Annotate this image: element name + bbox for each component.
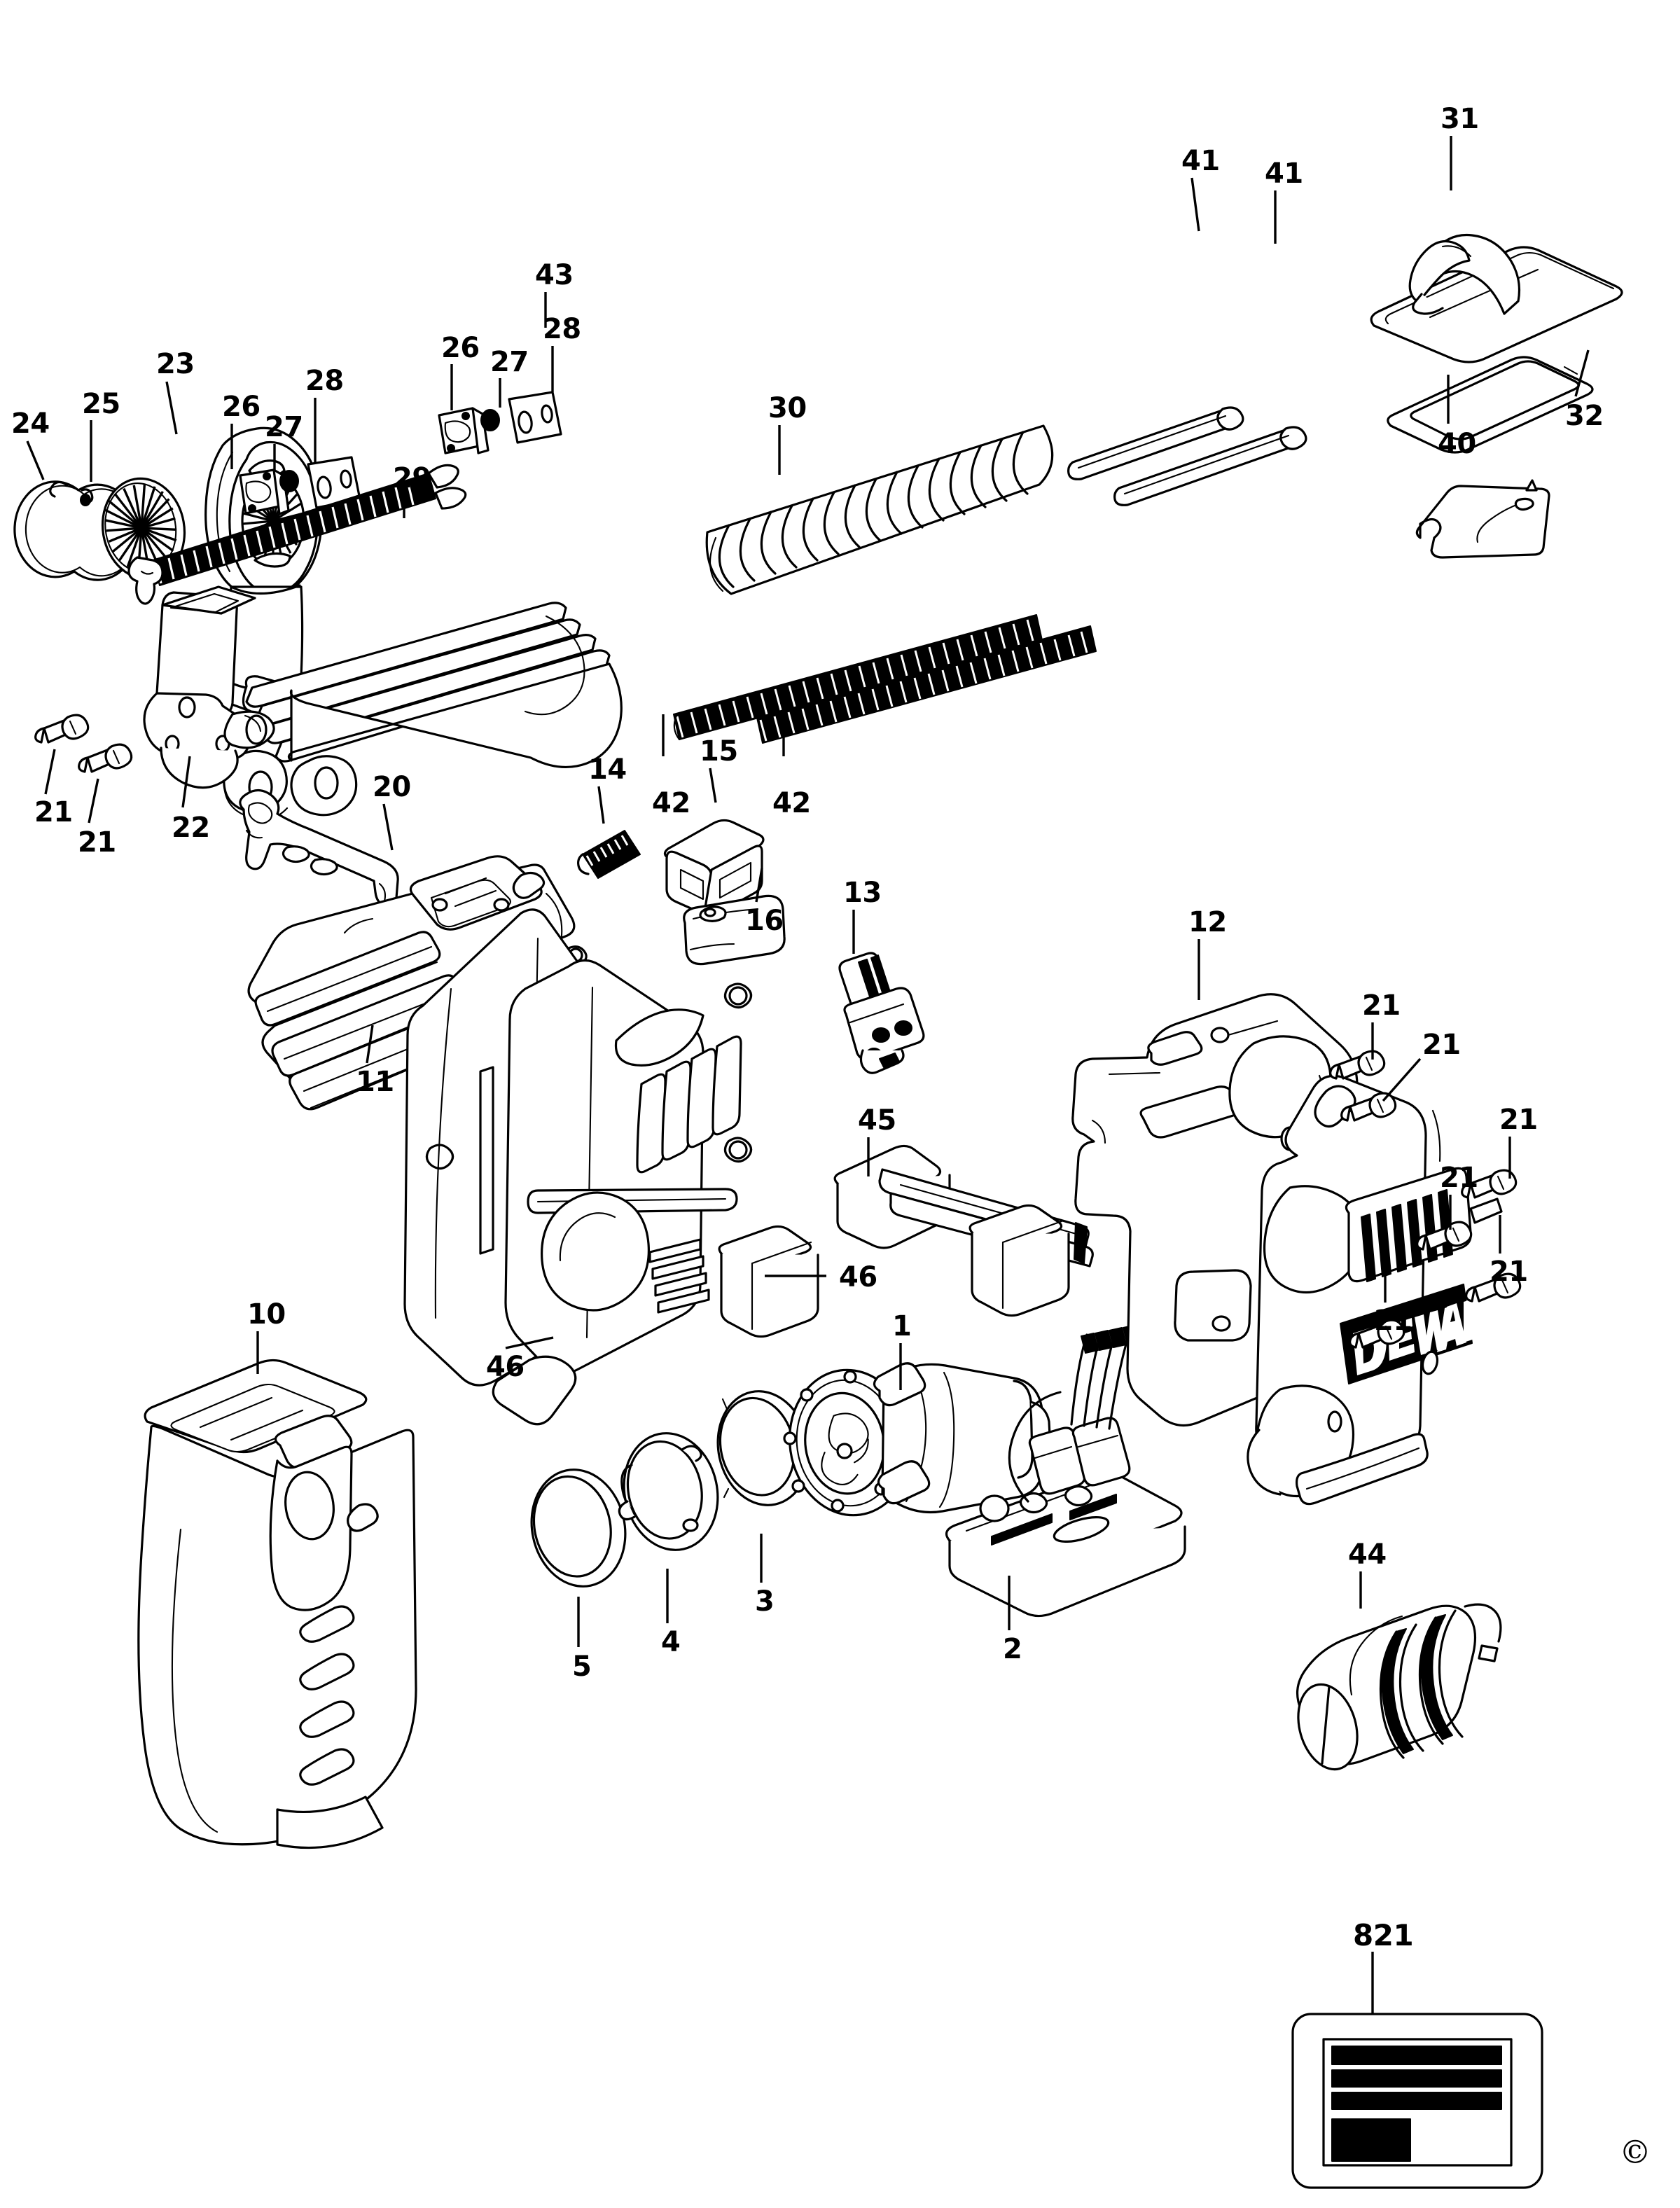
part-44-nozzle-cuff xyxy=(1296,1603,1502,1771)
callout-number-29: 29 xyxy=(393,462,431,494)
callout-number-45: 45 xyxy=(858,1104,896,1137)
leader-line-16 xyxy=(755,868,763,903)
callout-number-26: 26 xyxy=(441,332,480,364)
leader-line-23 xyxy=(165,381,178,435)
callout-number-20: 20 xyxy=(373,771,411,803)
callout-number-41: 41 xyxy=(1181,145,1220,177)
part-22-nozzle-mount-bracket xyxy=(143,585,275,789)
part-21-screw-left-b xyxy=(78,743,133,773)
callout-number-24: 24 xyxy=(11,408,50,440)
part-29-flexible-conduit xyxy=(127,464,467,605)
part-2-switch-module xyxy=(945,1324,1186,1618)
callout-number-25: 25 xyxy=(82,388,120,420)
callout-number-5: 5 xyxy=(572,1651,592,1683)
callout-number-28: 28 xyxy=(305,365,344,397)
part-42-coil-spring-lower xyxy=(756,625,1097,744)
callout-number-821: 821 xyxy=(1353,1918,1414,1952)
part-27-grommet-right xyxy=(480,409,500,431)
callout-number-46: 46 xyxy=(839,1261,877,1293)
part-41-through-bolt-b xyxy=(1113,426,1307,506)
callout-number-44: 44 xyxy=(1348,1539,1387,1571)
callout-number-12: 12 xyxy=(1188,906,1227,938)
callout-number-21: 21 xyxy=(1499,1104,1538,1136)
callout-number-27: 27 xyxy=(265,411,303,443)
part-4-motor-retainer-ring xyxy=(618,1432,719,1551)
leader-line-46 xyxy=(505,1336,554,1349)
leader-line-21 xyxy=(44,749,56,795)
part-21-screw-left-a xyxy=(34,714,90,744)
leader-line-15 xyxy=(709,768,717,803)
callout-number-21: 21 xyxy=(78,826,116,859)
callout-number-21: 21 xyxy=(1490,1256,1528,1288)
callout-leader-lines xyxy=(26,136,1590,2013)
callout-number-40: 40 xyxy=(1438,428,1476,460)
part-32-filter-cover-gasket xyxy=(1387,356,1594,454)
part-12-right-housing-cover xyxy=(1071,993,1505,1506)
part-10-dust-collection-container xyxy=(137,1359,417,1849)
part-31-filter-cover xyxy=(1370,233,1623,363)
part-40-internal-baffle xyxy=(1415,479,1550,559)
callout-number-32: 32 xyxy=(1565,400,1604,432)
part-14-spring-pin xyxy=(577,830,641,879)
part-821-nameplate-label xyxy=(1291,2013,1543,2189)
callout-number-42: 42 xyxy=(652,787,690,819)
callout-number-16: 16 xyxy=(745,905,784,937)
part-41-through-bolt-a xyxy=(1067,406,1244,480)
copyright-icon: © xyxy=(1619,2133,1651,2171)
part-28-clamp-plate-right xyxy=(508,391,562,444)
callout-number-41: 41 xyxy=(1265,158,1303,190)
callout-number-4: 4 xyxy=(661,1626,681,1658)
callout-number-1: 1 xyxy=(892,1310,912,1342)
callout-number-13: 13 xyxy=(843,877,882,909)
part-30-flexible-hose xyxy=(705,424,1054,595)
part-26-cable-clamp-left xyxy=(239,468,290,515)
callout-number-22: 22 xyxy=(172,812,210,844)
callout-number-2: 2 xyxy=(1003,1633,1022,1665)
part-21-screws-right xyxy=(1329,1050,1522,1349)
part-15-strain-relief-block xyxy=(663,819,765,919)
part-46-brush-block-a xyxy=(718,1225,819,1338)
callout-number-43: 43 xyxy=(535,259,574,291)
callout-number-15: 15 xyxy=(700,735,738,768)
leader-line-21 xyxy=(1382,1057,1422,1102)
part-16-switch-cover-cap xyxy=(683,894,786,966)
leader-line-24 xyxy=(26,440,45,480)
part-13-rocker-switch xyxy=(838,952,925,1074)
part-5-motor-gasket-ring xyxy=(530,1468,627,1588)
callout-number-42: 42 xyxy=(772,787,811,819)
callout-number-27: 27 xyxy=(490,346,529,378)
callout-number-11: 11 xyxy=(356,1066,394,1098)
callout-number-21: 21 xyxy=(1362,990,1401,1022)
part-26-cable-clamp-right xyxy=(438,407,490,454)
callout-number-21: 21 xyxy=(1422,1029,1461,1061)
leader-line-22 xyxy=(181,756,191,808)
callout-number-3: 3 xyxy=(755,1585,775,1618)
leader-line-20 xyxy=(382,803,394,851)
callout-number-10: 10 xyxy=(247,1298,286,1331)
callout-number-28: 28 xyxy=(543,313,581,345)
part-27-grommet-left xyxy=(279,470,299,492)
callout-number-14: 14 xyxy=(588,754,627,786)
callout-number-21: 21 xyxy=(34,796,73,828)
callout-number-30: 30 xyxy=(768,392,807,424)
callout-number-21: 21 xyxy=(1374,1305,1412,1337)
callout-number-21: 21 xyxy=(1440,1162,1478,1194)
callout-number-31: 31 xyxy=(1441,103,1479,135)
center-motor-housing xyxy=(403,908,753,1426)
leader-line-11 xyxy=(366,1025,374,1064)
leader-line-21 xyxy=(88,778,99,824)
part-3-motor-sealing-ring xyxy=(716,1390,810,1506)
callout-number-23: 23 xyxy=(156,348,195,380)
leader-line-14 xyxy=(597,786,605,824)
callout-number-46: 46 xyxy=(486,1351,525,1383)
part-46-brush-block-b xyxy=(969,1204,1070,1317)
leader-line-32 xyxy=(1574,349,1590,397)
part-43-top-handle-grip xyxy=(223,602,623,821)
callout-number-26: 26 xyxy=(222,391,261,423)
leader-line-41 xyxy=(1190,177,1200,232)
